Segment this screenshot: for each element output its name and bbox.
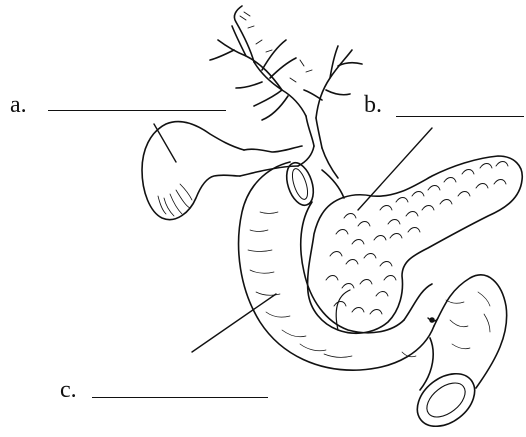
answer-blank-a[interactable] bbox=[48, 110, 226, 111]
label-a: a. bbox=[10, 93, 27, 117]
gallbladder bbox=[142, 122, 244, 220]
label-b: b. bbox=[364, 93, 382, 117]
leader-line-c bbox=[192, 294, 276, 352]
pancreas bbox=[308, 156, 523, 333]
leader-line-a bbox=[154, 124, 176, 162]
bile-duct-tree bbox=[210, 6, 362, 148]
leader-line-b bbox=[358, 128, 432, 210]
label-c: c. bbox=[60, 378, 77, 402]
answer-blank-c[interactable] bbox=[92, 397, 268, 398]
duodenum bbox=[239, 159, 507, 437]
answer-blank-b[interactable] bbox=[396, 116, 524, 117]
